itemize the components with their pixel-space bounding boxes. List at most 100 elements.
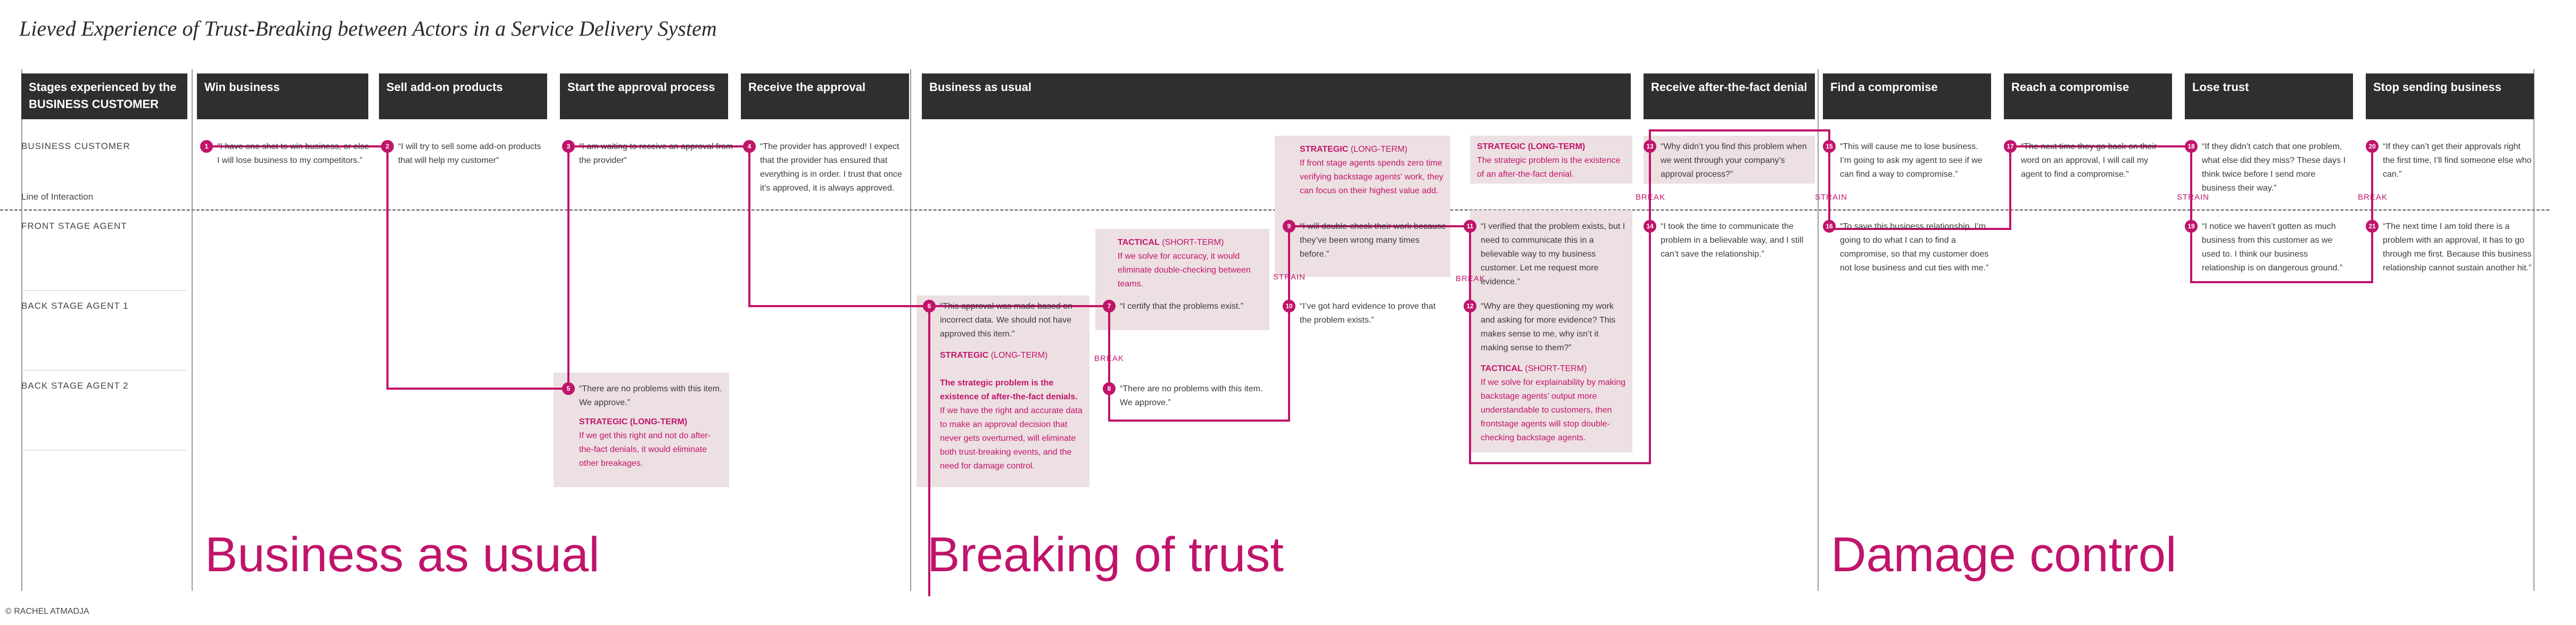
lane-back-stage-1: BACK STAGE AGENT 1 [21, 301, 129, 311]
quote-card: “I’ve got hard evidence to prove that th… [1300, 302, 1436, 325]
lane-separator [21, 370, 186, 371]
note-label: STRATEGIC [940, 351, 989, 360]
note-box [1275, 136, 1450, 202]
quote-card: “If they can’t get their approvals right… [2383, 142, 2532, 179]
note-text: If we solve for explainability by making… [1481, 378, 1626, 442]
quote-card: “There are no problems with this item. W… [1120, 384, 1263, 407]
phase-business-as-usual: Business as usual [205, 528, 600, 582]
note-text: If we solve for accuracy, it would elimi… [1118, 252, 1251, 289]
quote-card: “This will cause me to lose business. I’… [1840, 142, 1983, 179]
note-term: (SHORT-TERM) [1525, 364, 1587, 373]
quote-card: “I have one shot to win business, or els… [217, 142, 369, 165]
note-term: (LONG-TERM) [630, 417, 688, 426]
quote-card: “The provider has approved! I expect tha… [760, 142, 902, 193]
quote-card: “There are no problems with this item. W… [579, 384, 722, 407]
phase-divider-1 [910, 69, 911, 591]
note-label: TACTICAL [1118, 238, 1160, 247]
note-box [554, 373, 729, 487]
step-badge: 11 [1464, 220, 1476, 233]
note-box [1470, 210, 1632, 453]
step-badge: 10 [1283, 300, 1295, 312]
note-term: (LONG-TERM) [990, 351, 1048, 360]
stage-find-compromise: Find a compromise [1823, 73, 1991, 119]
note-box [1095, 285, 1269, 330]
note-box [1095, 229, 1269, 285]
step-badge: 3 [562, 140, 575, 153]
break-tag: BREAK [1456, 274, 1485, 283]
quote-card: “Why didn’t you find this problem when w… [1661, 142, 1807, 179]
note-box [1275, 202, 1450, 277]
step-badge: 8 [1103, 382, 1116, 395]
stage-receive-approval: Receive the approval [741, 73, 909, 119]
step-badge: 4 [743, 140, 756, 153]
stage-reach-compromise: Reach a compromise [2004, 73, 2172, 119]
note-text: If front stage agents spends zero time v… [1300, 159, 1443, 195]
quote-card: “I am waiting to receive an approval fro… [579, 142, 733, 165]
note-term: (LONG-TERM) [1528, 142, 1586, 151]
credit-line: © RACHEL ATMADJA [5, 607, 89, 616]
stage-lose-trust: Lose trust [2185, 73, 2353, 119]
lane-business-customer: BUSINESS CUSTOMER [21, 141, 130, 151]
note-tactical: TACTICAL (SHORT-TERM) If we solve for ac… [1118, 236, 1264, 291]
stage-win-business: Win business [197, 73, 368, 119]
lane-back-stage-2: BACK STAGE AGENT 2 [21, 381, 129, 391]
step-badge: 15 [1823, 140, 1836, 153]
note-strategic: STRATEGIC (LONG-TERM) If front stage age… [1300, 143, 1446, 198]
note-text: The strategic problem is the existence o… [940, 379, 1078, 401]
note-strategic: STRATEGIC (LONG-TERM) If we get this rig… [579, 415, 723, 471]
step-badge: 9 [1283, 220, 1295, 233]
note-box [917, 295, 1089, 487]
quote-card: “The next time I am told there is a prob… [2383, 222, 2532, 273]
step-badge: 18 [2185, 140, 2198, 153]
note-text: The strategic problem is the existence o… [1477, 156, 1621, 179]
step-badge: 16 [1823, 220, 1836, 233]
quote-card: “I will try to sell some add-on products… [398, 142, 541, 165]
step-badge: 7 [1103, 300, 1116, 312]
quote-card: “I notice we haven’t gotten as much busi… [2202, 222, 2343, 273]
step-badge: 2 [381, 140, 394, 153]
strain-tag: STRAIN [2177, 193, 2210, 202]
note-label: STRATEGIC [579, 417, 628, 426]
lane-line-of-interaction: Line of Interaction [21, 192, 94, 202]
quote-card: “I took the time to communicate the prob… [1661, 222, 1804, 259]
diagram-frame [21, 69, 2534, 591]
frame-left [21, 69, 22, 591]
step-badge: 19 [2185, 220, 2198, 233]
note-label: STRATEGIC [1477, 142, 1526, 151]
phase-divider-2 [1818, 69, 1819, 591]
quote-card: “Why are they questioning my work and as… [1481, 302, 1616, 352]
quote-card: “I will double-check their work because … [1300, 222, 1446, 259]
break-tag: BREAK [1636, 193, 1665, 202]
phase-damage-control: Damage control [1831, 528, 2177, 582]
stage-start-approval: Start the approval process [560, 73, 728, 119]
quote-card: “This approval was made based on incorre… [940, 302, 1073, 339]
step-badge: 13 [1644, 140, 1656, 153]
strain-tag: STRAIN [1815, 193, 1848, 202]
phase-breaking-of-trust: Breaking of trust [927, 528, 1284, 582]
stage-stop-sending: Stop sending business [2366, 73, 2534, 119]
note-term: (LONG-TERM) [1350, 145, 1408, 154]
note-term: (SHORT-TERM) [1162, 238, 1224, 247]
quote-card: “I certify that the problems exist.” [1120, 302, 1244, 311]
note-strategic: STRATEGIC (LONG-TERM) The strategic prob… [940, 349, 1084, 473]
step-badge: 6 [923, 300, 936, 312]
note-strategic: STRATEGIC (LONG-TERM) The strategic prob… [1477, 140, 1629, 182]
step-badge: 14 [1644, 220, 1656, 233]
lane-front-stage: FRONT STAGE AGENT [21, 221, 127, 231]
lane-separator [21, 290, 186, 291]
stage-business-as-usual: Business as usual [922, 73, 1631, 119]
break-tag: BREAK [2358, 193, 2388, 202]
quote-card: “The next time they go back on their wor… [2021, 142, 2157, 179]
stage-sell-add-on: Sell add-on products [379, 73, 547, 119]
note-text: If we get this right and not do after-th… [579, 431, 711, 468]
stage-header-label: Stages experienced by the BUSINESS CUSTO… [21, 73, 187, 119]
note-text: If we have the right and accurate data t… [940, 406, 1083, 471]
quote-card: “To save this business relationship, I’m… [1840, 222, 1989, 273]
quote-card: “If they didn’t catch that one problem, … [2202, 142, 2346, 193]
step-badge: 21 [2366, 220, 2379, 233]
note-tactical: TACTICAL (SHORT-TERM) If we solve for ex… [1481, 362, 1627, 445]
strain-tag: STRAIN [1273, 273, 1306, 282]
step-badge: 12 [1464, 300, 1476, 312]
break-tag: BREAK [1094, 354, 1124, 363]
step-badge: 17 [2004, 140, 2017, 153]
